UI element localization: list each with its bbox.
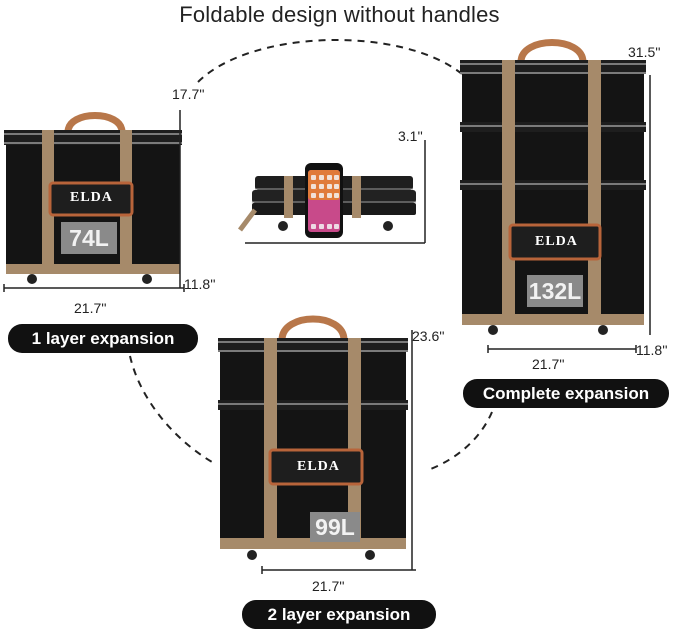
large-bag-brand: ELDA xyxy=(535,234,578,249)
medium-bag-wheel xyxy=(365,550,375,560)
medium-bag-pocket-flap xyxy=(268,448,364,486)
large-bag-lid xyxy=(460,60,646,74)
medium-bag-strap xyxy=(348,338,361,544)
large-bag-height: 31.5'' xyxy=(628,44,661,60)
large-bag-strap xyxy=(588,60,601,320)
folded-bag-wheel xyxy=(383,221,393,231)
large-bag-base xyxy=(462,314,644,325)
folded-bag-height: 3.1'' xyxy=(398,128,423,144)
large-bag-strap xyxy=(502,60,515,320)
large-bag-label-badge: Complete expansion xyxy=(463,379,669,408)
page-title: Foldable design without handles xyxy=(179,2,500,27)
small-bag-base xyxy=(6,264,180,274)
medium-bag-wheel xyxy=(247,550,257,560)
medium-bag-base xyxy=(220,538,406,549)
medium-bag-handle xyxy=(278,315,348,341)
medium-bag-width: 21.7'' xyxy=(312,578,345,594)
medium-bag-capacity: 99L xyxy=(310,512,360,542)
small-bag-height: 17.7'' xyxy=(172,86,205,102)
small-bag-strap xyxy=(42,130,54,270)
medium-bag-lid xyxy=(218,338,408,352)
small-bag-handle xyxy=(64,112,126,133)
medium-bag-height: 23.6'' xyxy=(412,328,445,344)
medium-bag-strap xyxy=(264,338,277,544)
small-bag-label-badge: 1 layer expansion xyxy=(8,324,198,353)
small-bag-depth: 11.8'' xyxy=(184,276,216,292)
large-bag xyxy=(460,39,651,353)
medium-bag-brand: ELDA xyxy=(297,459,340,474)
large-bag-depth: 11.8'' xyxy=(636,342,668,358)
dashed-arc-right xyxy=(427,411,493,471)
medium-bag-label-badge: 2 layer expansion xyxy=(242,600,436,629)
small-bag-brand: ELDA xyxy=(70,190,113,205)
small-bag-wheel xyxy=(142,274,152,284)
dashed-arc-top xyxy=(197,39,463,83)
small-bag-wheel xyxy=(27,274,37,284)
small-bag-width: 21.7'' xyxy=(74,300,107,316)
large-bag-width: 21.7'' xyxy=(532,356,565,372)
large-bag-handle xyxy=(517,39,587,63)
folded-bag-wheel xyxy=(278,221,288,231)
dashed-arc-left xyxy=(129,355,213,463)
small-bag-pocket-flap xyxy=(48,181,134,217)
small-bag-capacity: 74L xyxy=(61,222,117,254)
large-bag-wheel xyxy=(598,325,608,335)
large-bag-wheel xyxy=(488,325,498,335)
large-bag-capacity: 132L xyxy=(527,275,583,307)
folded-bag xyxy=(238,140,426,244)
large-bag-pocket-flap xyxy=(508,223,602,261)
